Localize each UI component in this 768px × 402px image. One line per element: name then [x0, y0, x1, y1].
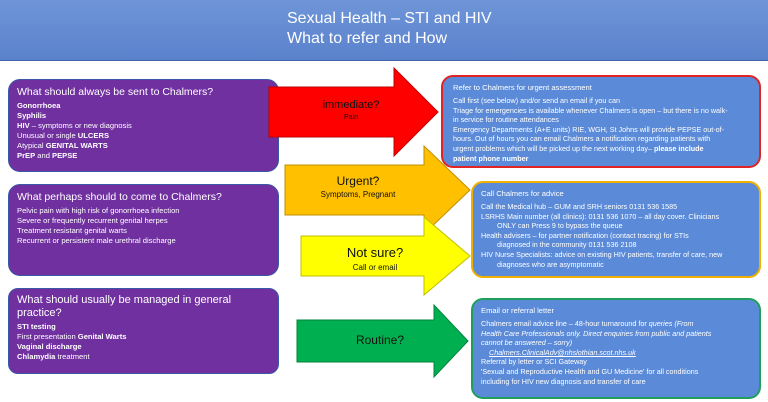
ulcers-label: ULCERS: [77, 130, 110, 140]
perhaps-send-title: What perhaps should to come to Chalmers?: [17, 191, 222, 203]
call-advice-box: Call Chalmers for advice Call the Medica…: [471, 181, 761, 278]
always-send-box: What should always be sent to Chalmers? …: [8, 79, 279, 172]
hiv-label: HIV: [17, 120, 30, 130]
prep-label: PrEP: [17, 150, 36, 160]
urgent-line: Emergency Departments (A+E units) RIE, W…: [453, 124, 725, 134]
notsure-arrow-label: Not sure?: [346, 245, 404, 260]
page-title-line-2: What to refer and How: [287, 30, 448, 47]
urgent-line-text: urgent problems which will be picked up …: [453, 143, 654, 153]
routine-arrow: [296, 303, 469, 379]
urgent-arrow-sub: Symptoms, Pregnant: [320, 190, 396, 199]
chlamydia-detail: treatment: [55, 351, 90, 361]
urgent-line: in service for routine attendances: [453, 115, 559, 125]
header-banner: Sexual Health – STI and HIV What to refe…: [0, 0, 768, 61]
gp-item-sti-testing: STI testing: [17, 322, 56, 331]
urgent-assessment-title: Refer to Chalmers for urgent assessment: [453, 83, 592, 92]
advice-line: HIV Nurse Specialists: advice on existin…: [481, 249, 723, 259]
phone-note: please include: [653, 143, 704, 153]
immediate-arrow: [268, 66, 439, 158]
perhaps-send-box: What perhaps should to come to Chalmers?…: [8, 184, 279, 276]
urgent-arrow: [284, 144, 471, 236]
email-line-text: Chalmers email advice line – 48-hour tur…: [481, 319, 649, 328]
email-line: Health Care Professionals only. Direct e…: [481, 328, 712, 338]
immediate-arrow-label: immediate?: [322, 99, 380, 111]
warts-label: GENITAL WARTS: [45, 140, 108, 150]
prep-and: and: [35, 150, 53, 160]
advice-line: diagnosed in the community 0131 536 2108: [497, 240, 637, 250]
advice-line: LSRHS Main number (all clinics): 0131 53…: [481, 211, 720, 221]
advice-line: ONLY can Press 9 to bypass the queue: [497, 221, 623, 231]
gp-warts-label: Genital Warts: [77, 331, 127, 341]
hiv-detail: – symptoms or new diagnosis: [29, 120, 132, 130]
advice-line: Health advisers – for partner notificati…: [481, 230, 689, 240]
email-queries: queries (From: [648, 319, 694, 328]
urgent-line: Call first (see below) and/or send an em…: [453, 96, 620, 105]
ulcers-prefix: Unusual or single: [17, 130, 78, 140]
gp-item-vaginal-discharge: Vaginal discharge: [17, 341, 82, 351]
gp-item-warts: First presentation Genital Warts: [17, 332, 270, 342]
always-item-warts: Atypical GENITAL WARTS: [17, 141, 270, 151]
gp-warts-prefix: First presentation: [17, 331, 78, 341]
always-item-hiv: HIV – symptoms or new diagnosis: [17, 121, 270, 131]
call-advice-title: Call Chalmers for advice: [481, 189, 564, 198]
warts-prefix: Atypical: [17, 140, 46, 150]
email-line: 'Sexual and Reproductive Health and GU M…: [481, 366, 699, 376]
always-item-syphilis: Syphilis: [17, 110, 47, 120]
perhaps-item: Pelvic pain with high risk of gonorrhoea…: [17, 206, 180, 215]
phone-note-cont: patient phone number: [453, 153, 529, 163]
email-address-link[interactable]: Chalmers.ClinicalAdv@nhslothian.scot.nhs…: [489, 347, 636, 357]
notsure-arrow-sub: Call or email: [352, 263, 398, 272]
routine-arrow-label: Routine?: [355, 333, 405, 347]
notsure-arrow: [300, 215, 471, 297]
urgent-assessment-box: Refer to Chalmers for urgent assessment …: [441, 75, 761, 168]
chlamydia-label: Chlamydia: [17, 351, 56, 361]
immediate-arrow-sub: Pain: [343, 114, 358, 121]
urgent-line: urgent problems which will be picked up …: [453, 144, 749, 154]
email-line: Referral by letter or SCI Gateway: [481, 357, 587, 367]
email-line: cannot be answered – sorry): [481, 338, 573, 348]
gp-item-chlamydia: Chlamydia treatment: [17, 352, 270, 362]
always-item-gonorrhoea: Gonorrhoea: [17, 101, 61, 110]
advice-line: diagnoses who are asymptomatic: [497, 259, 604, 269]
always-item-ulcers: Unusual or single ULCERS: [17, 131, 270, 141]
general-practice-title: What should usually be managed in genera…: [17, 294, 232, 319]
always-item-prep: PrEP and PEPSE: [17, 151, 270, 161]
general-practice-box: What should usually be managed in genera…: [8, 288, 279, 374]
advice-line: Call the Medical hub – GUM and SRH senio…: [481, 202, 678, 211]
email-line: including for HIV new diagnosis and tran…: [481, 376, 646, 386]
urgent-arrow-label: Urgent?: [336, 174, 380, 188]
urgent-line: hours. Out of hours you can email Chalme…: [453, 134, 711, 144]
email-referral-box: Email or referral letter Chalmers email …: [471, 298, 761, 399]
always-send-title: What should always be sent to Chalmers?: [17, 86, 214, 98]
perhaps-item: Treatment resistant genital warts: [17, 225, 127, 235]
email-line: Chalmers email advice line – 48-hour tur…: [481, 319, 751, 329]
perhaps-item: Severe or frequently recurrent genital h…: [17, 215, 168, 225]
urgent-line: Triage for emergencies is available when…: [453, 105, 728, 115]
pepse-label: PEPSE: [52, 150, 78, 160]
page-title-line-1: Sexual Health – STI and HIV: [287, 10, 492, 27]
email-referral-title: Email or referral letter: [481, 306, 555, 315]
perhaps-item: Recurrent or persistent male urethral di…: [17, 235, 176, 245]
